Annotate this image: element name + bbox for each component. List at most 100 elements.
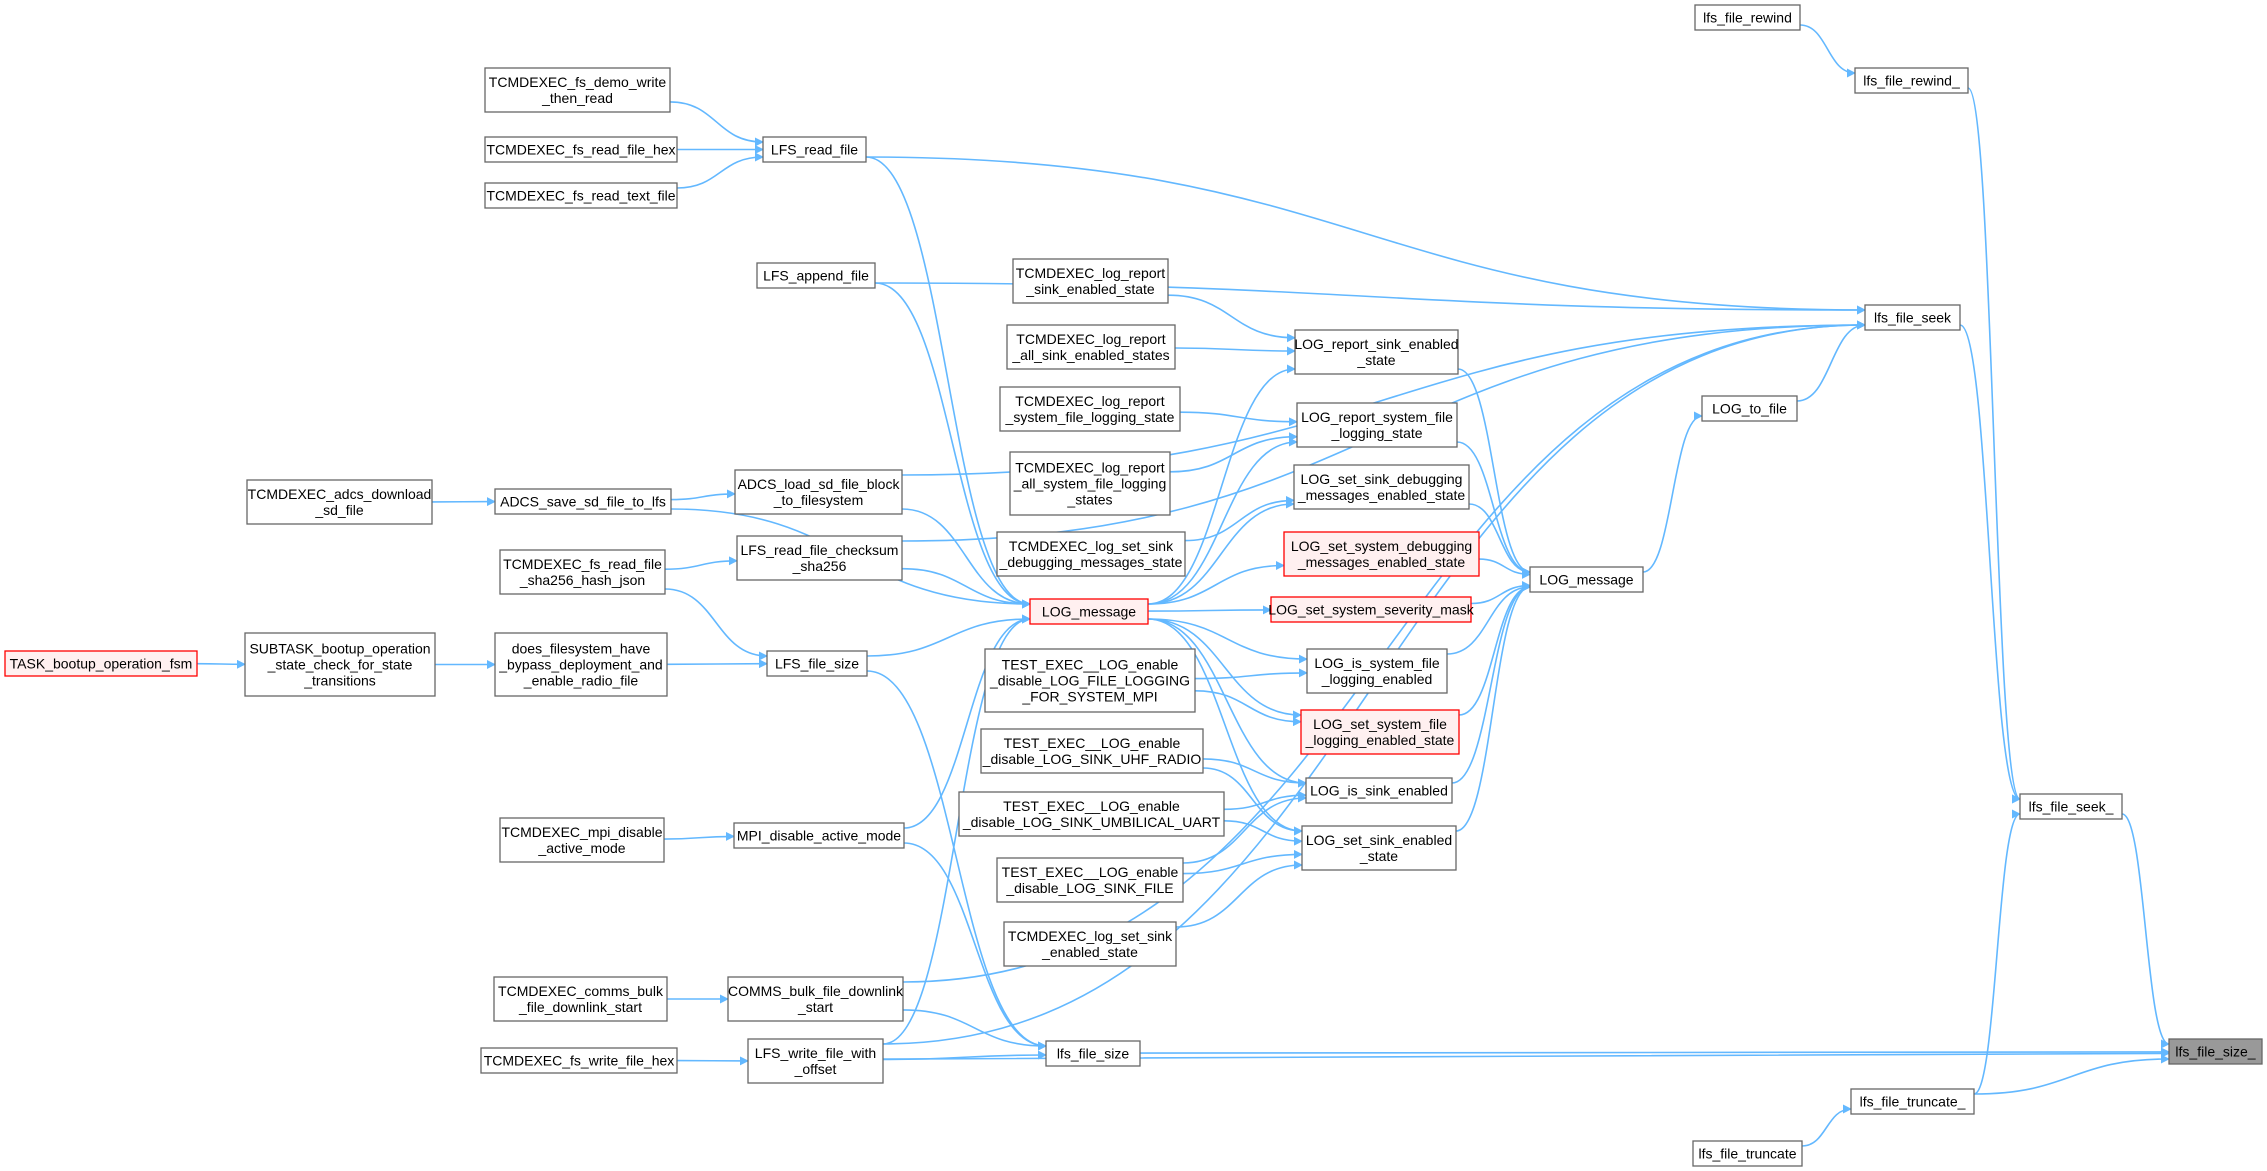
edge-LOG_message_center-to-LOG_set_system_file_logging_enabled_state xyxy=(1147,618,1302,720)
node-SUBTASK_bootup_operation_state_check[interactable]: SUBTASK_bootup_operation_state_check_for… xyxy=(244,632,436,697)
node-LOG_message_center[interactable]: LOG_message xyxy=(1029,598,1149,625)
node-test_exec_sink_file[interactable]: TEST_EXEC__LOG_enable_disable_LOG_SINK_F… xyxy=(996,857,1184,903)
node-lfs_file_truncate[interactable]: lfs_file_truncate xyxy=(1692,1140,1803,1167)
node-fs_read_file_hex[interactable]: TCMDEXEC_fs_read_file_hex xyxy=(484,136,678,163)
node-box xyxy=(493,976,668,1022)
node-lfs_file_size_[interactable]: lfs_file_size_ xyxy=(2168,1038,2263,1065)
node-LOG_report_sink_enabled_state[interactable]: LOG_report_sink_enabled_state xyxy=(1294,329,1459,375)
node-box xyxy=(1270,596,1472,623)
node-LOG_is_sink_enabled[interactable]: LOG_is_sink_enabled xyxy=(1305,777,1453,804)
node-fs_read_file_sha256_hash_json[interactable]: TCMDEXEC_fs_read_file_sha256_hash_json xyxy=(499,549,666,595)
edge-LFS_file_size-to-LOG_message_center xyxy=(866,614,1031,657)
node-label: LOG_message xyxy=(1042,604,1136,620)
node-box xyxy=(484,136,678,163)
node-LOG_set_system_severity_mask[interactable]: LOG_set_system_severity_mask xyxy=(1268,596,1475,623)
edge-LOG_message_center-to-LOG_report_sink_enabled_state xyxy=(1147,364,1296,605)
node-box xyxy=(1305,777,1453,804)
edge-LOG_message_center-to-LOG_is_system_file_logging_enabled xyxy=(1147,618,1308,664)
node-log_set_sink_enabled_state[interactable]: TCMDEXEC_log_set_sink_enabled_state xyxy=(1003,921,1177,967)
node-box xyxy=(1283,531,1480,577)
node-TASK_bootup_operation_fsm[interactable]: TASK_bootup_operation_fsm xyxy=(4,650,198,677)
node-lfs_file_truncate_[interactable]: lfs_file_truncate_ xyxy=(1850,1088,1975,1115)
edge-ADCS_load_sd_file_block_to_filesystem-to-LOG_message_center xyxy=(901,508,1031,609)
node-lfs_file_seek_[interactable]: lfs_file_seek_ xyxy=(2019,793,2123,820)
edge-MPI_disable_active_mode-to-lfs_file_size xyxy=(903,842,1047,1051)
node-LOG_message_right[interactable]: LOG_message xyxy=(1529,566,1644,593)
edge-lfs_file_size-to-lfs_file_size_ xyxy=(1139,1047,2170,1057)
edge-lfs_file_seek-to-lfs_file_seek_ xyxy=(1959,324,2021,804)
edge-fs_read_file_sha256_hash_json-to-LFS_file_size xyxy=(664,588,768,661)
node-LFS_write_file_with_offset[interactable]: LFS_write_file_with_offset xyxy=(747,1038,884,1084)
node-log_report_all_sink_enabled_states[interactable]: TCMDEXEC_log_report_all_sink_enabled_sta… xyxy=(1006,324,1176,370)
node-LOG_is_system_file_logging_enabled[interactable]: LOG_is_system_file_logging_enabled xyxy=(1306,648,1448,694)
edge-LFS_write_file_with_offset-to-LOG_message_center xyxy=(882,614,1031,1045)
node-label: TCMDEXEC_fs_read_file_sha256_hash_json xyxy=(503,556,662,588)
node-COMMS_bulk_file_downlink_start[interactable]: COMMS_bulk_file_downlink_start xyxy=(727,976,904,1022)
node-LOG_set_system_debugging_messages_enabled_state[interactable]: LOG_set_system_debugging_messages_enable… xyxy=(1283,531,1480,577)
edge-LOG_set_sink_enabled_state-to-LOG_message_right xyxy=(1455,582,1531,832)
edge-log_report_all_system_file_logging_states-to-LOG_report_system_file_logging_state xyxy=(1169,432,1298,473)
node-box xyxy=(1694,4,1801,31)
node-box xyxy=(1012,258,1169,304)
edge-LOG_message_right-to-LOG_to_file xyxy=(1642,411,1703,573)
node-test_exec_sink_uhf_radio[interactable]: TEST_EXEC__LOG_enable_disable_LOG_SINK_U… xyxy=(980,728,1204,774)
node-ADCS_save_sd_file_to_lfs[interactable]: ADCS_save_sd_file_to_lfs xyxy=(494,488,672,515)
node-LOG_set_system_file_logging_enabled_state[interactable]: LOG_set_system_file_logging_enabled_stat… xyxy=(1300,709,1460,755)
node-LFS_read_file_checksum_sha256[interactable]: LFS_read_file_checksum_sha256 xyxy=(736,535,903,581)
node-box xyxy=(958,791,1225,837)
node-box xyxy=(244,632,436,697)
node-label: TCMDEXEC_log_set_sink_enabled_state xyxy=(1008,928,1173,960)
node-adcs_download_sd_file[interactable]: TCMDEXEC_adcs_download_sd_file xyxy=(246,479,433,525)
node-box xyxy=(756,262,876,289)
node-label: lfs_file_size xyxy=(1057,1046,1130,1062)
node-log_report_sink_enabled_state[interactable]: TCMDEXEC_log_report_sink_enabled_state xyxy=(1012,258,1169,304)
node-comms_bulk_file_downlink_start[interactable]: TCMDEXEC_comms_bulk_file_downlink_start xyxy=(493,976,668,1022)
node-label: LOG_to_file xyxy=(1712,401,1787,417)
node-label: LOG_is_sink_enabled xyxy=(1310,783,1448,799)
node-test_exec_file_logging_system_mpi[interactable]: TEST_EXEC__LOG_enable_disable_LOG_FILE_L… xyxy=(984,648,1196,713)
node-LOG_to_file[interactable]: LOG_to_file xyxy=(1701,395,1798,422)
node-log_report_system_file_logging_state[interactable]: TCMDEXEC_log_report_system_file_logging_… xyxy=(999,386,1181,432)
node-LOG_set_sink_debugging_messages_enabled_state[interactable]: LOG_set_sink_debugging_messages_enabled_… xyxy=(1293,464,1470,510)
edge-LFS_read_file_checksum_sha256-to-LOG_message_center xyxy=(901,567,1031,609)
node-box xyxy=(1529,566,1644,593)
node-label: LOG_set_sink_enabled_state xyxy=(1306,832,1452,864)
node-lfs_file_rewind[interactable]: lfs_file_rewind xyxy=(1694,4,1801,31)
node-box xyxy=(1692,1140,1803,1167)
node-fs_read_text_file[interactable]: TCMDEXEC_fs_read_text_file xyxy=(484,182,678,209)
node-label: TCMDEXEC_log_report_system_file_logging_… xyxy=(1005,393,1175,425)
edge-mpi_disable_active_mode-to-MPI_disable_active_mode xyxy=(663,831,735,841)
node-box xyxy=(984,648,1196,713)
node-log_set_sink_debugging_messages_state[interactable]: TCMDEXEC_log_set_sink_debugging_messages… xyxy=(996,531,1186,577)
edge-demo_write_then_read-to-LFS_read_file xyxy=(669,101,764,147)
node-demo_write_then_read[interactable]: TCMDEXEC_fs_demo_write_then_read xyxy=(484,67,671,113)
node-ADCS_load_sd_file_block_to_filesystem[interactable]: ADCS_load_sd_file_block_to_filesystem xyxy=(734,469,903,515)
node-log_report_all_system_file_logging_states[interactable]: TCMDEXEC_log_report_all_system_file_logg… xyxy=(1009,451,1171,516)
node-mpi_disable_active_mode[interactable]: TCMDEXEC_mpi_disable_active_mode xyxy=(499,817,665,863)
node-LFS_read_file[interactable]: LFS_read_file xyxy=(762,136,867,163)
node-lfs_file_size[interactable]: lfs_file_size xyxy=(1045,1040,1141,1067)
node-test_exec_sink_umbilical_uart[interactable]: TEST_EXEC__LOG_enable_disable_LOG_SINK_U… xyxy=(958,791,1225,837)
node-box xyxy=(1850,1088,1975,1115)
node-box xyxy=(4,650,198,677)
node-label: LOG_message xyxy=(1539,572,1633,588)
node-LOG_set_sink_enabled_state[interactable]: LOG_set_sink_enabled_state xyxy=(1301,825,1457,871)
node-LFS_file_size[interactable]: LFS_file_size xyxy=(766,650,868,677)
node-box xyxy=(980,728,1204,774)
node-box xyxy=(727,976,904,1022)
node-label: TEST_EXEC__LOG_enable_disable_LOG_SINK_U… xyxy=(982,735,1202,767)
node-label: TCMDEXEC_log_set_sink_debugging_messages… xyxy=(999,538,1183,570)
node-layer: lfs_file_rewind lfs_file_rewind_ TCMDEXEC_… xyxy=(4,4,2263,1167)
node-box xyxy=(484,182,678,209)
node-does_filesystem_have_bypass[interactable]: does_filesystem_have_bypass_deployment_a… xyxy=(494,632,668,697)
node-label: SUBTASK_bootup_operation_state_check_for… xyxy=(249,641,430,689)
node-lfs_file_rewind_[interactable]: lfs_file_rewind_ xyxy=(1854,67,1969,94)
node-box xyxy=(494,488,672,515)
node-LFS_append_file[interactable]: LFS_append_file xyxy=(756,262,876,289)
node-label: MPI_disable_active_mode xyxy=(737,828,901,844)
node-label: TCMDEXEC_fs_demo_write_then_read xyxy=(489,74,667,106)
node-LOG_report_system_file_logging_state[interactable]: LOG_report_system_file_logging_state xyxy=(1296,402,1458,448)
node-fs_write_file_hex[interactable]: TCMDEXEC_fs_write_file_hex xyxy=(480,1047,678,1074)
node-MPI_disable_active_mode[interactable]: MPI_disable_active_mode xyxy=(733,822,905,849)
node-lfs_file_seek[interactable]: lfs_file_seek xyxy=(1864,304,1961,331)
